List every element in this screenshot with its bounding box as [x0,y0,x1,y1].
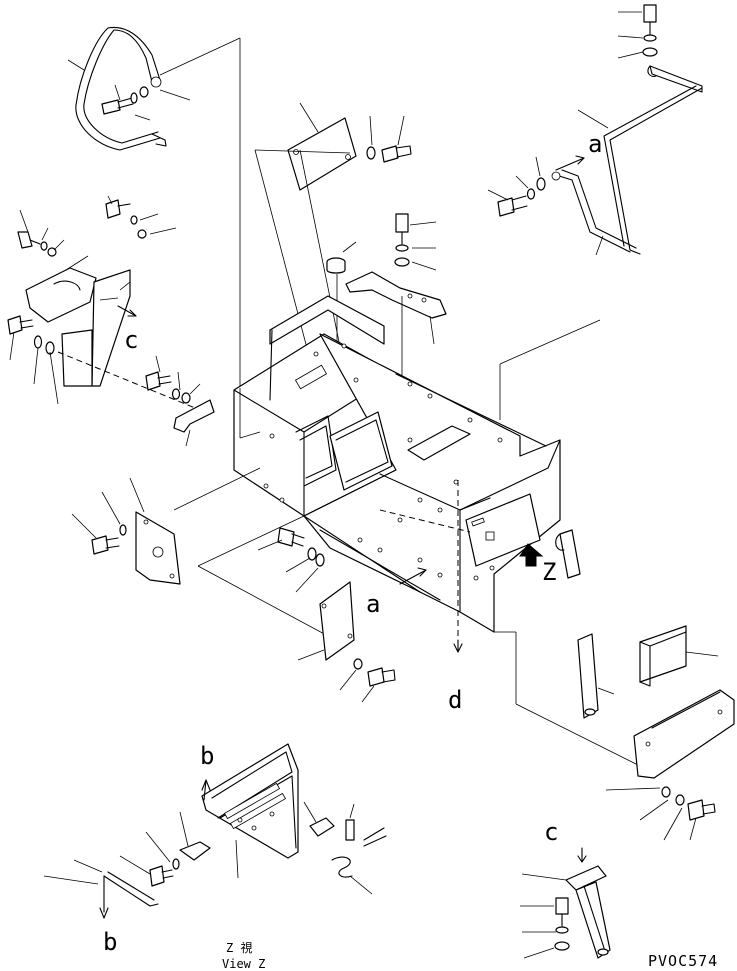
gusset-plate-left [71,467,261,585]
handrail-top-left [75,26,167,151]
frame-holes [263,343,503,581]
slot-row [223,782,287,831]
callout-b-lower: b [103,928,117,956]
clip-mid-left [145,355,215,447]
bracket-view-c [520,847,611,959]
callout-a-upper: a [588,130,602,158]
arrow-d [453,639,463,653]
bracket-plate-left [7,195,201,411]
drawing-code: PVOC574 [648,952,718,970]
cover-plate-lower-center [297,581,396,703]
main-frame [197,295,641,767]
callout-b-upper: b [200,742,214,770]
callout-c-left: c [124,326,138,354]
callout-a-lower: a [366,590,380,618]
bolts-lower-center [257,527,325,593]
components-right [577,625,735,841]
callout-d: d [448,686,462,714]
view-label-jp: Z 視 [226,940,252,955]
arrow-a-lower [399,567,427,585]
callout-c-lower: c [544,818,558,846]
leader-lines-top-left [67,59,191,121]
view-z-inset [43,743,387,919]
callout-z: Z [542,558,556,586]
rod-assembly-top-right [487,4,703,256]
view-z-arrow [519,543,544,567]
view-label-en: View Z [222,957,265,971]
